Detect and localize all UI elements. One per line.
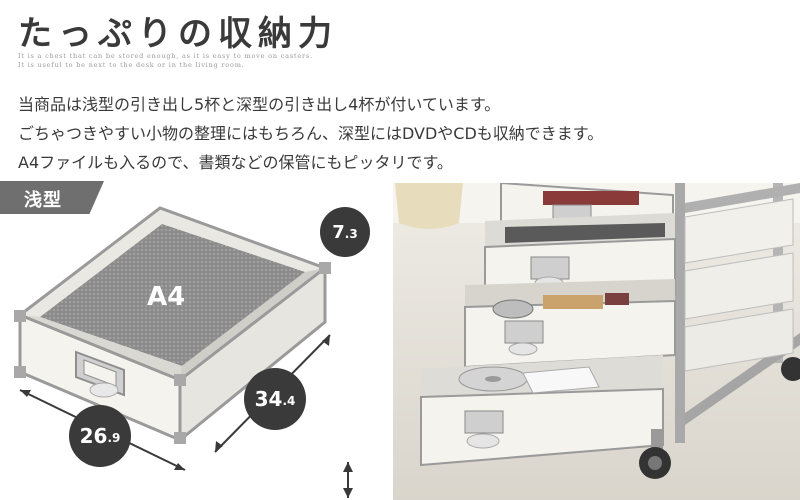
section-tag: 浅型 <box>0 181 104 214</box>
description-line-1: 当商品は浅型の引き出し5杯と深型の引き出し4杯が付いています。 <box>18 95 501 114</box>
width-badge: 26.9 <box>69 405 131 467</box>
width-main: 26 <box>79 424 108 448</box>
section-tag-label: 浅型 <box>24 190 62 211</box>
depth-badge: 34.4 <box>244 368 306 430</box>
page-title: たっぷりの収納力 <box>18 14 338 54</box>
height-main: 7 <box>332 221 345 243</box>
depth-decimal: .4 <box>282 394 296 408</box>
shallow-drawer-illustration <box>14 206 353 498</box>
depth-main: 34 <box>254 387 283 411</box>
product-photo <box>393 183 800 500</box>
description: 当商品は浅型の引き出し5杯と深型の引き出し4杯が付いています。 ごちゃつきやすい… <box>18 90 603 177</box>
subtitle-line-2: It is useful to be next to the desk or i… <box>18 61 245 69</box>
a4-label: A4 <box>147 282 186 312</box>
description-line-3: A4ファイルも入るので、書類などの保管にもピッタリです。 <box>18 153 453 172</box>
height-decimal: .3 <box>344 227 358 241</box>
height-badge: 7.3 <box>320 207 370 257</box>
subtitle-line-1: It is a chest that can be stored enough,… <box>18 52 313 60</box>
description-line-2: ごちゃつきやすい小物の整理にはもちろん、深型にはDVDやCDも収納できます。 <box>18 124 604 143</box>
width-decimal: .9 <box>107 431 121 445</box>
product-photo-drawing <box>393 183 800 500</box>
